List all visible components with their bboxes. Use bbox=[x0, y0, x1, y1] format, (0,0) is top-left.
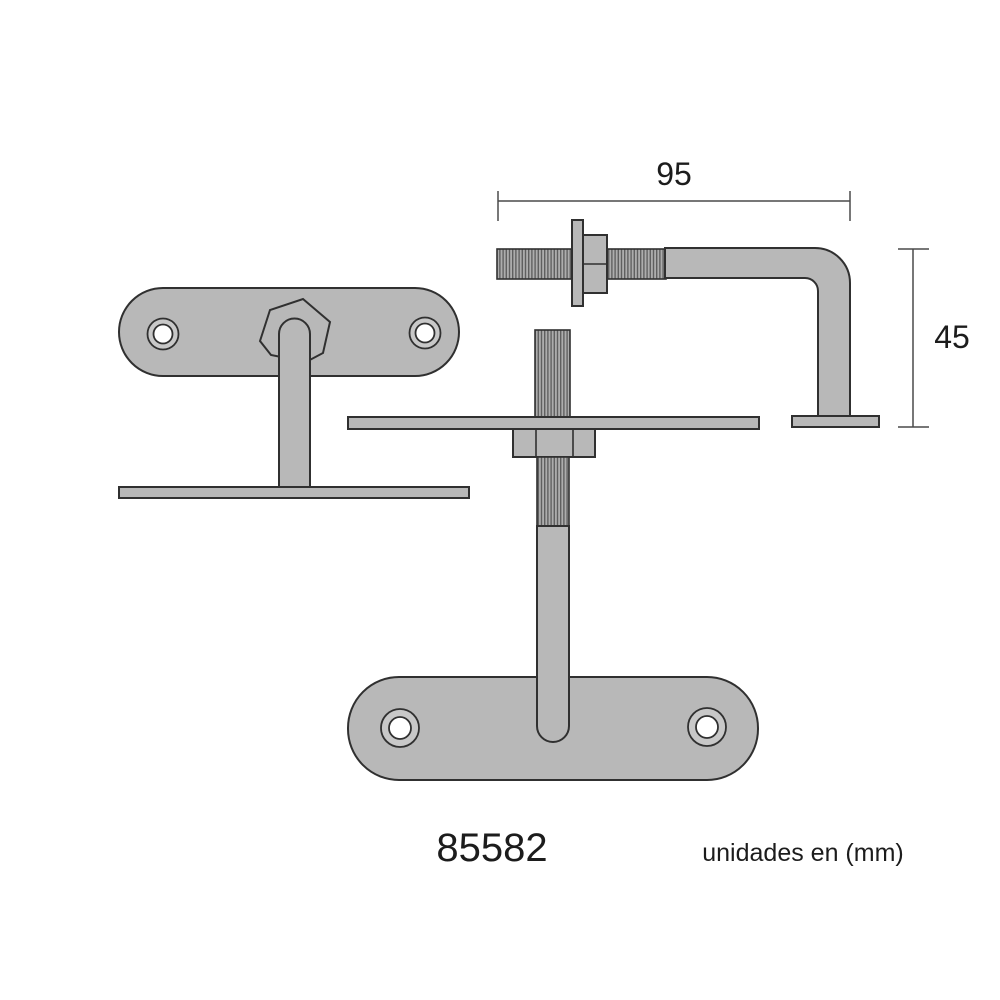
bent-rod bbox=[664, 247, 851, 417]
dim-height-label: 45 bbox=[934, 319, 970, 355]
screw-hole bbox=[152, 323, 174, 345]
smooth-rod-rounded-end bbox=[536, 525, 570, 743]
hex-nut-front bbox=[512, 428, 596, 458]
threaded-rod-left bbox=[496, 248, 574, 280]
bolt-bracket-view bbox=[496, 219, 880, 428]
side-view bbox=[118, 287, 470, 499]
dimension-height: 45 bbox=[898, 248, 970, 428]
part-number-label: 85582 bbox=[436, 826, 547, 870]
flange-washer bbox=[571, 219, 584, 307]
dimension-width: 95 bbox=[497, 156, 851, 221]
support-post bbox=[278, 317, 311, 489]
foot-plate bbox=[791, 415, 880, 428]
base-bar bbox=[118, 486, 470, 499]
threaded-rod-lower bbox=[536, 456, 570, 527]
units-note-label: unidades en (mm) bbox=[702, 839, 903, 867]
exploded-front-view bbox=[347, 329, 760, 781]
screw-hole bbox=[414, 322, 436, 344]
threaded-rod-right bbox=[606, 248, 667, 280]
dim-width-label: 95 bbox=[656, 156, 692, 192]
support-bar bbox=[347, 416, 760, 430]
screw-hole bbox=[695, 715, 719, 739]
screw-hole bbox=[388, 716, 412, 740]
threaded-rod-upper bbox=[534, 329, 571, 418]
